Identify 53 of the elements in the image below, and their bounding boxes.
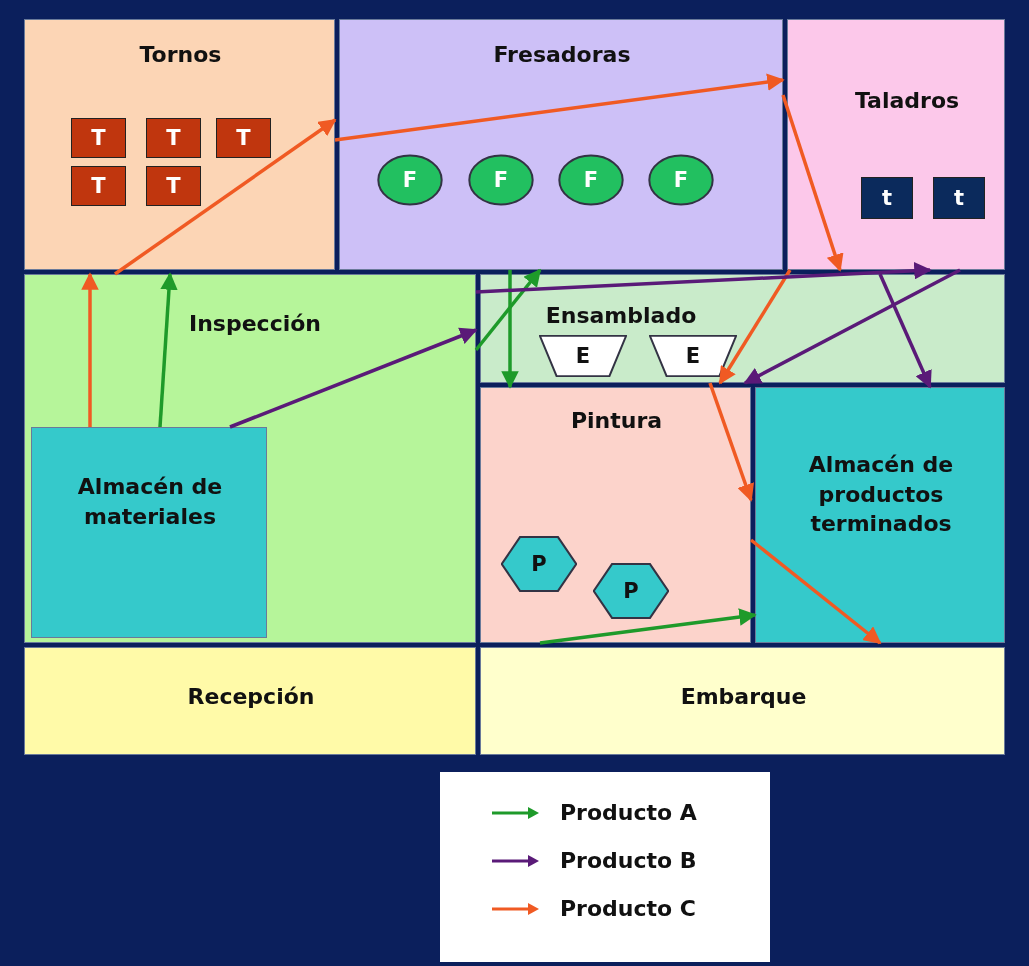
room-area [480, 387, 751, 643]
machine-circle: F [558, 154, 624, 206]
machine-box: T [71, 166, 126, 206]
arrow [743, 268, 961, 385]
room-label: Almacén de productos terminados [807, 451, 955, 539]
legend-label: Producto B [560, 848, 697, 873]
machine-circle: F [648, 154, 714, 206]
arrow [474, 268, 542, 352]
room-area [787, 19, 1005, 270]
arrow [501, 270, 519, 389]
arrow [475, 262, 932, 294]
machine-hexagon: P [593, 563, 669, 619]
machine-box: T [146, 166, 201, 206]
arrow [539, 608, 757, 645]
machine-circle: F [468, 154, 534, 206]
arrow [81, 272, 99, 427]
room-label: Embarque [679, 683, 808, 711]
machine-box: T [71, 118, 126, 158]
room-label: Pintura [569, 407, 664, 435]
room-label: Fresadoras [492, 41, 632, 69]
machine-circle: F [377, 154, 443, 206]
room-area [339, 19, 783, 270]
room-area [24, 274, 476, 643]
arrow [708, 382, 755, 502]
legend-label: Producto A [560, 800, 697, 825]
arrow [781, 94, 844, 272]
machine-box: T [146, 118, 201, 158]
arrow [158, 272, 178, 428]
room-area [480, 274, 1005, 383]
room-label: Recepción [186, 683, 316, 711]
room-area [24, 647, 476, 755]
room-area [24, 19, 335, 270]
arrow [878, 273, 932, 389]
arrow [718, 269, 792, 385]
machine-box: t [933, 177, 985, 219]
room-label: Ensamblado [544, 302, 698, 330]
legend-label: Producto C [560, 896, 696, 921]
machine-trapezoid: E [649, 335, 737, 377]
arrow [749, 538, 882, 645]
machine-hexagon: P [501, 536, 577, 592]
machine-trapezoid: E [539, 335, 627, 377]
room-area [480, 647, 1005, 755]
arrow [229, 327, 478, 429]
room-label: Taladros [853, 87, 961, 115]
room-label: Inspección [188, 310, 322, 338]
room-label: Tornos [138, 41, 223, 69]
room-area [755, 387, 1005, 643]
room-area [31, 427, 267, 638]
arrow [334, 73, 785, 142]
machine-box: t [861, 177, 913, 219]
arrow [114, 118, 337, 276]
room-label: Almacén de materiales [76, 473, 224, 531]
machine-box: T [216, 118, 271, 158]
